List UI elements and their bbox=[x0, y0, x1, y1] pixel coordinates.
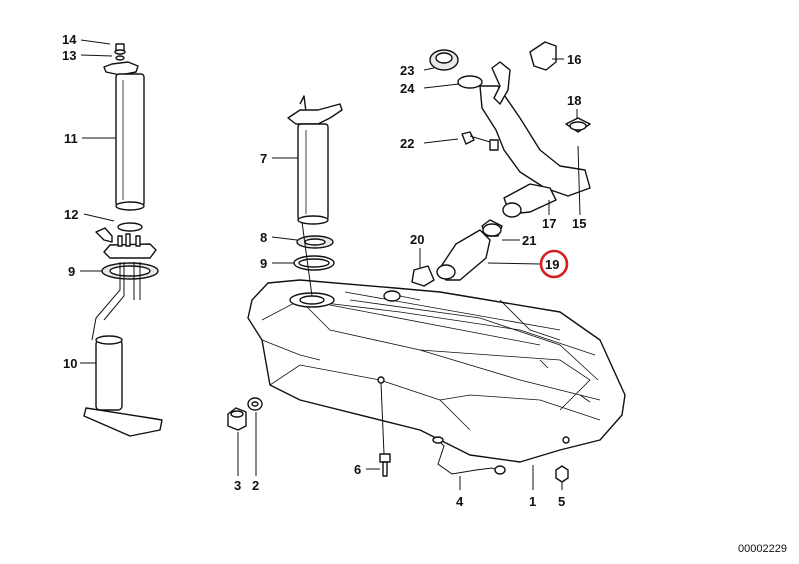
hardware-parts bbox=[227, 397, 569, 483]
callout-8: 8 bbox=[260, 230, 267, 245]
callout-20: 20 bbox=[410, 232, 424, 247]
filler-neck-assembly bbox=[411, 41, 591, 287]
drawing-number: 00002229 bbox=[738, 543, 787, 555]
callout-22: 22 bbox=[400, 136, 414, 151]
callout-2: 2 bbox=[252, 478, 259, 493]
highlight-circle bbox=[539, 249, 569, 279]
callout-3: 3 bbox=[234, 478, 241, 493]
callout-4: 4 bbox=[456, 494, 464, 509]
callout-23: 23 bbox=[400, 63, 414, 78]
callout-19: 19 bbox=[545, 257, 559, 272]
callout-10: 10 bbox=[63, 356, 77, 371]
callout-15: 15 bbox=[572, 216, 586, 231]
callout-24: 24 bbox=[400, 81, 415, 96]
callout-17: 17 bbox=[542, 216, 556, 231]
callout-14: 14 bbox=[62, 32, 77, 47]
callout-1: 1 bbox=[529, 494, 536, 509]
callout-12: 12 bbox=[64, 207, 78, 222]
callout-9-left: 9 bbox=[68, 264, 75, 279]
callout-21: 21 bbox=[522, 233, 536, 248]
callout-labels: 14 13 11 12 9 10 7 8 9 23 24 22 16 18 17… bbox=[62, 32, 586, 509]
callout-18: 18 bbox=[567, 93, 581, 108]
callout-11: 11 bbox=[64, 131, 78, 146]
callout-13: 13 bbox=[62, 48, 76, 63]
callout-9-middle: 9 bbox=[260, 256, 267, 271]
callout-5: 5 bbox=[558, 494, 565, 509]
callout-7: 7 bbox=[260, 151, 267, 166]
sender-unit-middle bbox=[287, 95, 343, 271]
sender-unit-left bbox=[83, 43, 163, 437]
callout-16: 16 bbox=[567, 52, 581, 67]
leader-lines bbox=[80, 39, 581, 490]
fuel-tank bbox=[247, 279, 626, 463]
callout-6: 6 bbox=[354, 462, 361, 477]
